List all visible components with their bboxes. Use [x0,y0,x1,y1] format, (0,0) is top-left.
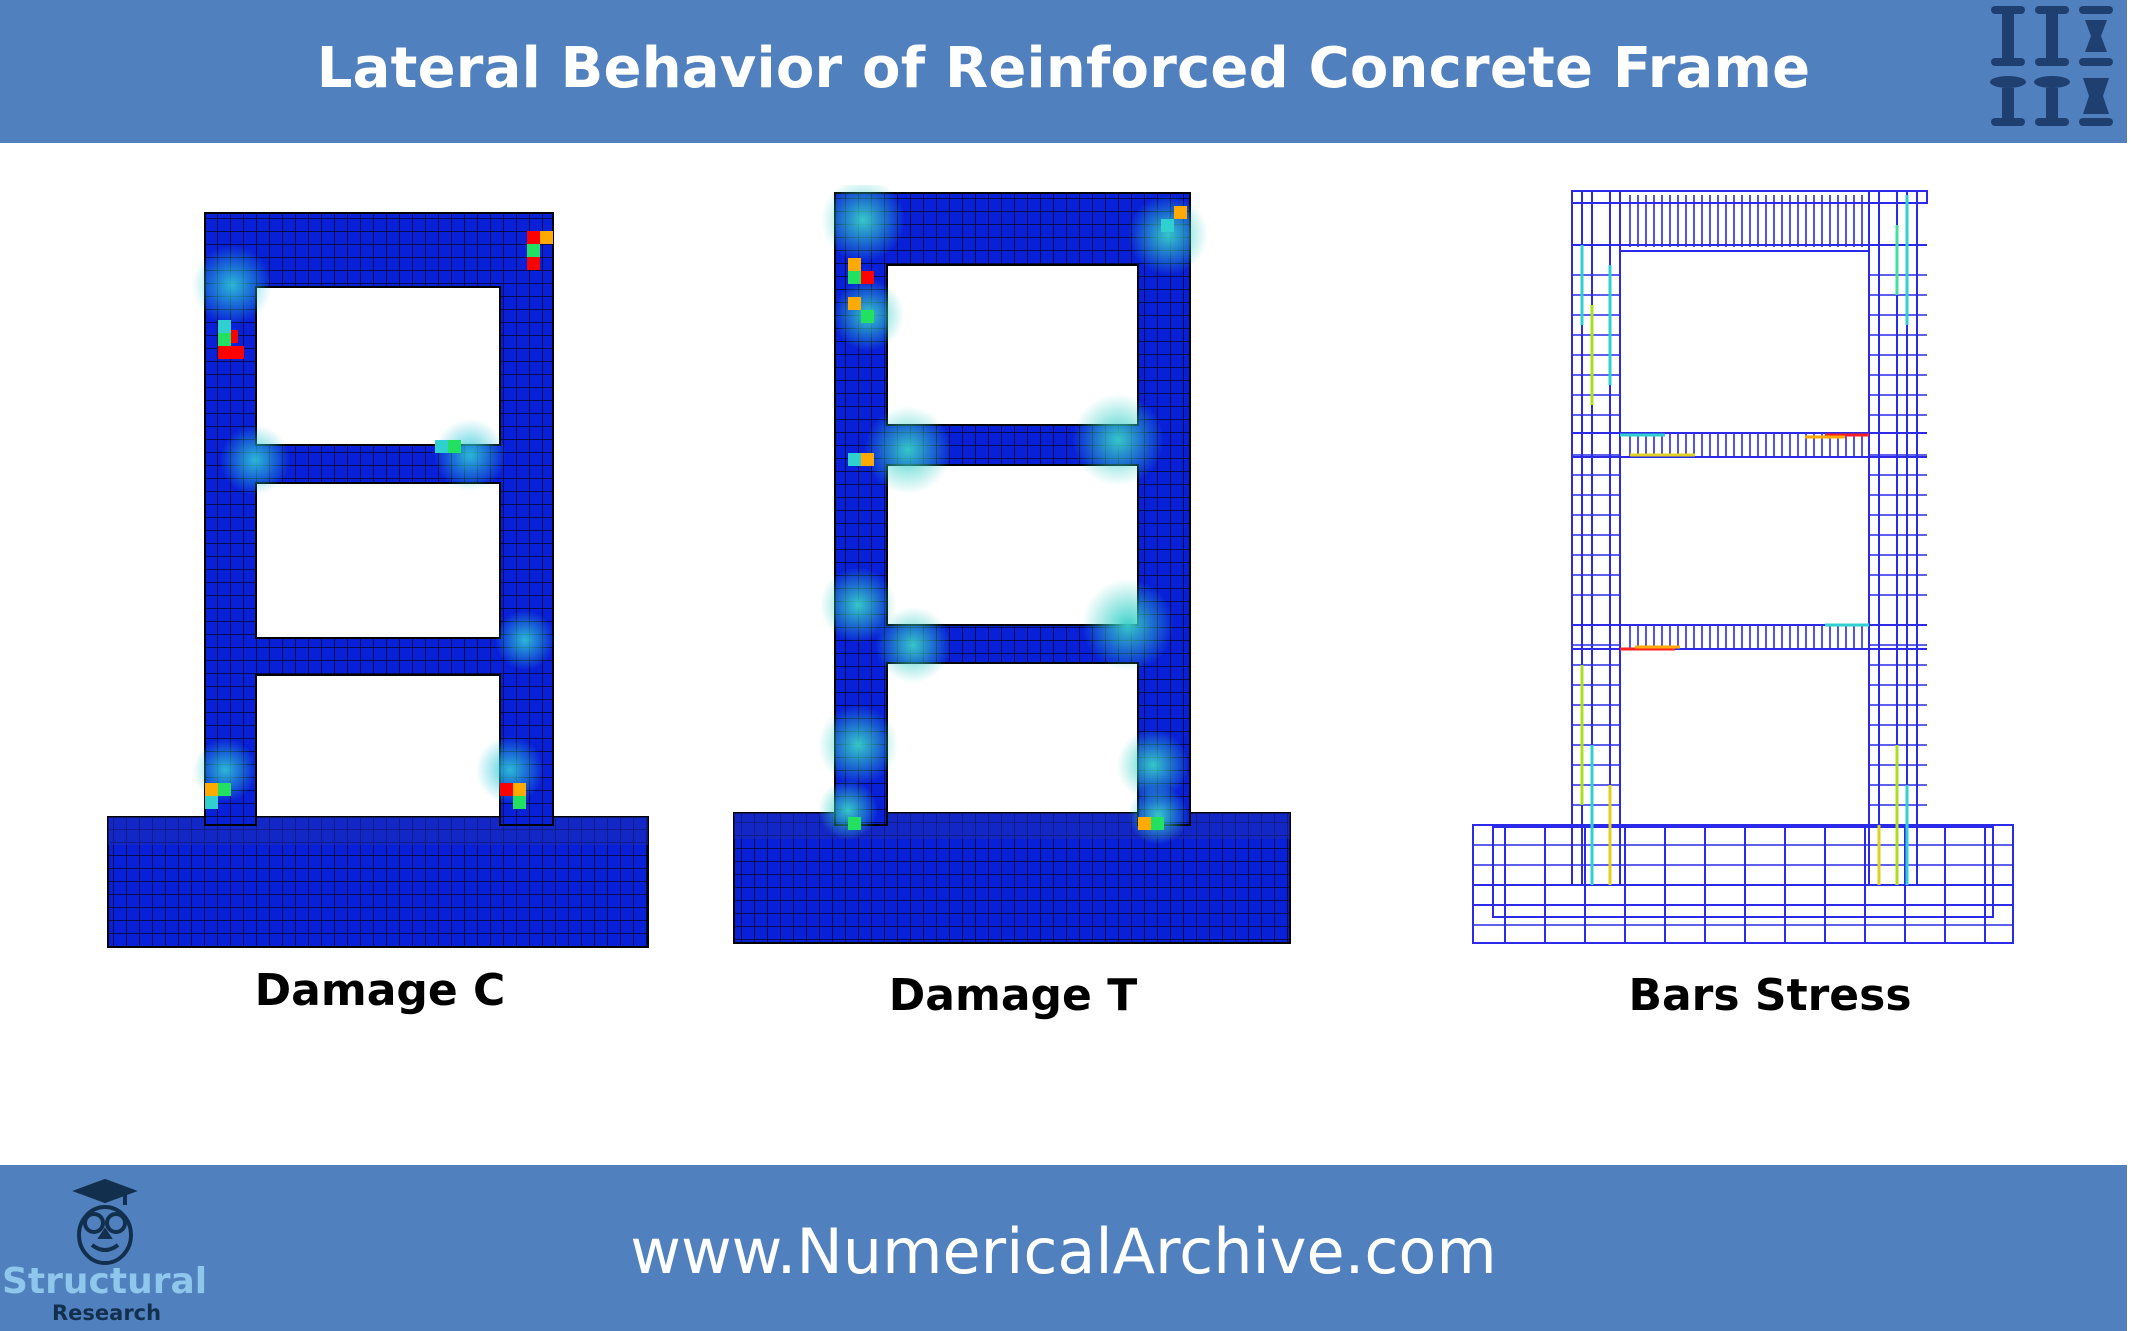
website-url[interactable]: www.NumericalArchive.com [630,1215,1497,1288]
damage-zone [476,736,544,804]
damage-zone [192,245,272,325]
damage-zone [434,419,506,491]
damage-t-frame-mesh [733,185,1291,944]
rebar-cage-wireframe [1472,190,2014,944]
header-bar [0,0,2127,143]
damage-c-frame-mesh [107,212,649,948]
damage-zone [495,610,555,670]
panel-label: Bars Stress [1628,970,1912,1021]
bars-stress-panel: Bars Stress [1465,185,2025,1035]
column-glyph-icon [1990,6,2113,126]
damage-c-panel: Damage C [100,205,660,1035]
brand-subtitle: Research [52,1301,162,1325]
brand-name: Structural [2,1261,208,1302]
page-title: Lateral Behavior of Reinforced Concrete … [316,36,1811,101]
damage-t-panel: Damage T [728,185,1298,1035]
panel-label: Damage T [888,970,1138,1021]
header: Lateral Behavior of Reinforced Concrete … [0,0,2133,143]
footer: www.NumericalArchive.com Structural Rese… [0,1165,2133,1331]
damage-zone [220,425,290,495]
owl-icon [72,1179,138,1265]
footer-bar [0,1165,2127,1331]
panel-label: Damage C [254,965,506,1016]
